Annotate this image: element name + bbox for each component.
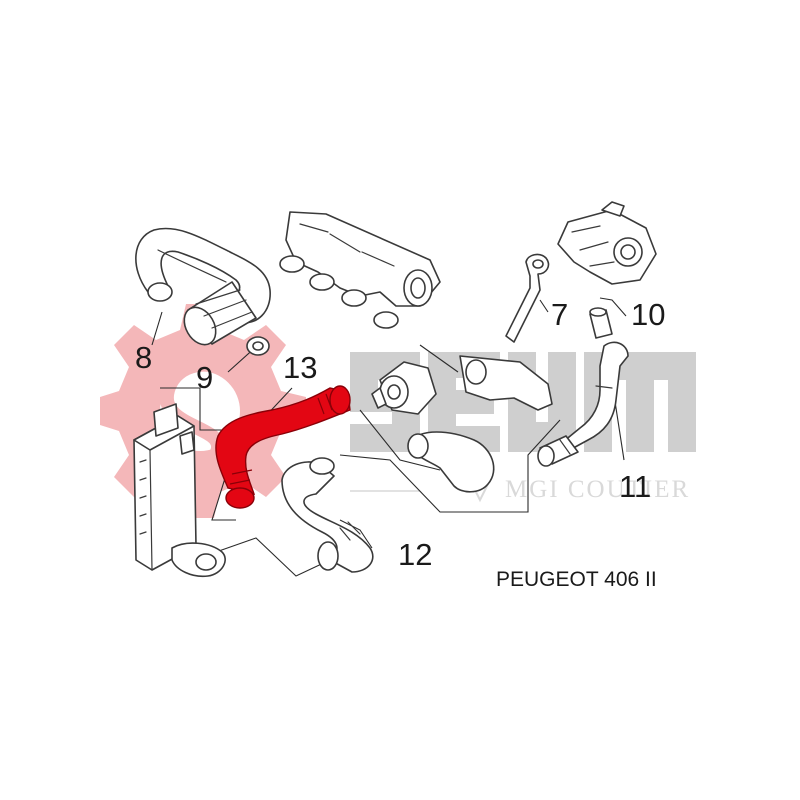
- part-7-pipe: [505, 253, 550, 343]
- callout-13: 13: [283, 350, 317, 385]
- callout-9: 9: [196, 360, 213, 395]
- part-10-sleeve: [589, 307, 613, 339]
- callout-8: 8: [135, 340, 152, 375]
- vehicle-caption: PEUGEOT 406 II: [496, 568, 657, 591]
- callout-7: 7: [551, 297, 568, 332]
- intercooler: [133, 403, 226, 578]
- callout-10: 10: [631, 297, 665, 332]
- turbo-unit: [557, 201, 657, 285]
- part-11-hose: [537, 341, 629, 467]
- callout-labels: 7 8 9 10 11 12 13: [135, 297, 665, 572]
- egr-assembly: [371, 355, 553, 493]
- watermark-brand-text: MGI COUTIER: [505, 476, 690, 503]
- part-9-sleeve: [183, 281, 270, 356]
- part-12-hose: [281, 457, 374, 573]
- callout-12: 12: [398, 537, 432, 572]
- part-13-hose-highlighted: [215, 385, 351, 509]
- intake-manifold: [279, 211, 441, 329]
- callout-11: 11: [619, 469, 651, 504]
